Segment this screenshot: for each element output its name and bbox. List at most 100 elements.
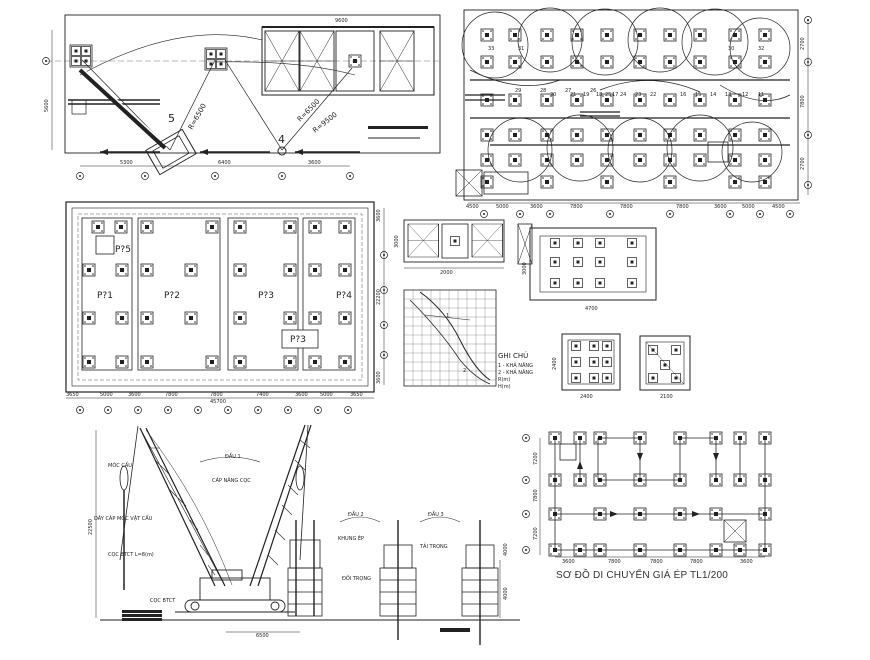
svg-text:H(m): H(m) — [498, 384, 511, 390]
svg-text:14: 14 — [710, 92, 716, 98]
radius-label-1: R=6500 — [187, 102, 208, 131]
svg-text:20: 20 — [550, 92, 556, 98]
svg-text:ĐẦU 1: ĐẦU 1 — [225, 452, 241, 460]
svg-text:33: 33 — [488, 46, 494, 52]
svg-text:3600: 3600 — [128, 392, 141, 398]
svg-text:3650: 3650 — [66, 392, 79, 398]
svg-text:22200: 22200 — [376, 289, 382, 305]
svg-text:17: 17 — [612, 92, 618, 98]
svg-text:29: 29 — [515, 88, 521, 94]
svg-text:KHUNG ÉP: KHUNG ÉP — [338, 534, 364, 542]
pit-label-p4: P?4 — [336, 291, 352, 301]
movement-plan-caption: SƠ ĐỒ DI CHUYỂN GIÁ ÉP TL1/200 — [556, 570, 729, 581]
svg-text:45700: 45700 — [210, 399, 226, 405]
svg-text:3000: 3000 — [394, 235, 400, 248]
pile-press-tower — [379, 520, 417, 640]
pile-grid — [480, 28, 772, 189]
svg-text:R(m): R(m) — [498, 377, 510, 383]
svg-text:7800: 7800 — [650, 559, 663, 565]
svg-text:16: 16 — [680, 92, 686, 98]
svg-text:7800: 7800 — [676, 204, 689, 210]
svg-text:6500: 6500 — [256, 633, 269, 639]
foundation-pit-plan: P?5 P?1 P?2 P?3 P?4 P?3 3600 22200 3600 … — [65, 201, 388, 414]
crane-position-5: 5 — [168, 112, 175, 125]
svg-text:1 - KHẢ NĂNG: 1 - KHẢ NĂNG — [498, 361, 533, 369]
svg-text:MÓC CẨU: MÓC CẨU — [108, 461, 132, 469]
pile-cap — [204, 47, 228, 71]
svg-text:1: 1 — [446, 313, 449, 319]
pile-press-frame — [261, 26, 435, 96]
pit-label-p3b: P?3 — [290, 335, 306, 345]
svg-text:DÂY CÁP MÓC VẬT CẨU: DÂY CÁP MÓC VẬT CẨU — [94, 514, 153, 522]
pile-press-tower — [287, 520, 323, 617]
svg-text:3600: 3600 — [295, 392, 308, 398]
svg-text:4500: 4500 — [772, 204, 785, 210]
elevation-callouts: MÓC CẨU DÂY CÁP MÓC VẬT CẨU CỌC BTCT L=8… — [94, 452, 448, 604]
svg-text:3000: 3000 — [522, 262, 528, 275]
svg-text:3600: 3600 — [740, 559, 753, 565]
svg-text:CỌC BTCT L=8(m): CỌC BTCT L=8(m) — [108, 552, 154, 558]
svg-text:ĐẦU 2: ĐẦU 2 — [348, 510, 364, 518]
svg-text:26: 26 — [590, 88, 596, 94]
svg-text:7400: 7400 — [256, 392, 269, 398]
radius-label-3: R=9500 — [311, 111, 338, 135]
svg-text:2400: 2400 — [580, 394, 593, 400]
svg-text:4000: 4000 — [503, 587, 509, 600]
svg-text:4700: 4700 — [585, 306, 598, 312]
legend-title: GHI CHÚ — [498, 351, 528, 360]
dim-left: 5600 — [44, 99, 50, 112]
pile-number-labels: 33 31 32 30 29 28 27 26 25 24 23 22 21 2… — [488, 46, 764, 98]
pit-label-p5: P?5 — [115, 245, 131, 255]
svg-text:19: 19 — [583, 92, 589, 98]
pit-label-p2: P?2 — [164, 291, 180, 301]
svg-text:12: 12 — [742, 92, 748, 98]
svg-text:7800: 7800 — [690, 559, 703, 565]
svg-text:7800: 7800 — [800, 95, 806, 108]
svg-text:5000: 5000 — [100, 392, 113, 398]
svg-text:7800: 7800 — [570, 204, 583, 210]
svg-text:3600: 3600 — [714, 204, 727, 210]
svg-text:2: 2 — [463, 368, 466, 374]
svg-text:28: 28 — [540, 88, 546, 94]
svg-text:27: 27 — [565, 88, 571, 94]
stacked-piles — [122, 610, 162, 621]
svg-text:4500: 4500 — [466, 204, 479, 210]
svg-text:18: 18 — [596, 92, 602, 98]
svg-text:4000: 4000 — [503, 543, 509, 556]
dim-bottom-3: 3600 — [308, 160, 321, 166]
crane-capacity-chart: 1 2 GHI CHÚ 1 - KHẢ NĂNG 2 - KHẢ NĂNG R(… — [403, 289, 533, 390]
svg-text:2400: 2400 — [552, 357, 558, 370]
press-movement-plan: 7200 7800 7200 3600 7800 7800 7800 3600 — [522, 431, 772, 565]
svg-text:22: 22 — [650, 92, 656, 98]
svg-text:11: 11 — [758, 92, 764, 98]
svg-text:3600: 3600 — [530, 204, 543, 210]
svg-text:2700: 2700 — [800, 157, 806, 170]
svg-text:7800: 7800 — [165, 392, 178, 398]
svg-text:3600: 3600 — [562, 559, 575, 565]
svg-text:31: 31 — [518, 46, 524, 52]
dim-bottom-1: 5300 — [120, 160, 133, 166]
svg-text:30: 30 — [728, 46, 734, 52]
pile-cap — [69, 44, 93, 68]
svg-text:7800: 7800 — [210, 392, 223, 398]
dim-top: 9600 — [335, 18, 348, 24]
svg-text:5000: 5000 — [496, 204, 509, 210]
pit-label-p1: P?1 — [97, 291, 113, 301]
crawler-crane-body — [175, 569, 295, 613]
svg-text:13: 13 — [725, 92, 731, 98]
svg-text:CÁP NÂNG CỌC: CÁP NÂNG CỌC — [212, 477, 251, 484]
svg-text:3650: 3650 — [350, 392, 363, 398]
svg-text:2 - KHẢ NĂNG: 2 - KHẢ NĂNG — [498, 368, 533, 376]
svg-text:7200: 7200 — [533, 527, 539, 540]
piling-sequence-plan: 33 31 32 30 29 28 27 26 25 24 23 22 21 2… — [455, 7, 812, 218]
crane-site-plan: 5600 9600 R=6500 R=6500 R=9500 — [42, 14, 441, 180]
pile-cap-details: 4700 3000 2400 2400 2100 — [522, 227, 691, 400]
svg-text:21: 21 — [570, 92, 576, 98]
movement-piles — [548, 431, 772, 557]
svg-text:25: 25 — [605, 92, 611, 98]
svg-text:7800: 7800 — [620, 204, 633, 210]
svg-text:2100: 2100 — [660, 394, 673, 400]
radius-label-2: R=6500 — [296, 98, 322, 124]
svg-text:ĐẦU 3: ĐẦU 3 — [428, 510, 444, 518]
